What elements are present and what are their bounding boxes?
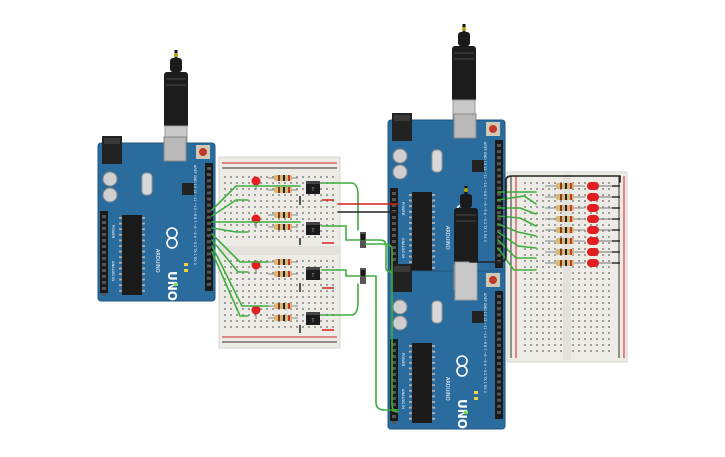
board-led xyxy=(474,397,478,400)
capacitor xyxy=(102,187,118,203)
resistor-right-2 xyxy=(545,194,585,200)
digital-header-label: AREF GND 13 12 ~11 ~10 ~9 8 7 ~6 ~5 4 ~3… xyxy=(483,293,487,393)
usb-port xyxy=(453,113,477,139)
small-chip xyxy=(182,183,194,195)
red-led-right-8 xyxy=(587,259,612,267)
transistor-2: T xyxy=(306,222,320,235)
svg-text:T: T xyxy=(311,318,315,323)
usb-cable-bottom-right xyxy=(454,186,478,301)
digital-header-label: AREF GND 13 12 ~11 ~10 ~9 8 7 ~6 ~5 4 ~3… xyxy=(483,142,487,242)
brand-label: ARDUINO xyxy=(154,249,160,273)
red-led-right-5 xyxy=(587,226,612,234)
brand-label: ARDUINO xyxy=(444,226,450,250)
board-led xyxy=(474,391,478,394)
resistor-7 xyxy=(268,303,298,309)
resistor-2 xyxy=(268,187,298,193)
slide-switch-2 xyxy=(360,268,366,284)
digital-header xyxy=(205,163,213,291)
capacitor xyxy=(392,164,408,180)
capacitor xyxy=(102,171,118,187)
usb-port xyxy=(163,136,187,162)
capacitor xyxy=(392,299,408,315)
resistor-3 xyxy=(268,212,298,218)
svg-text:T: T xyxy=(311,273,315,278)
analog-label: ANALOG IN xyxy=(111,261,115,281)
resistor-right-8 xyxy=(545,260,585,266)
power-label: POWER xyxy=(401,353,405,367)
small-chip xyxy=(472,160,484,172)
wires xyxy=(211,175,621,413)
left-breadboard-components: T T T T xyxy=(251,175,334,333)
atmega-chip xyxy=(412,192,432,272)
arduino-logo xyxy=(166,227,178,249)
small-chip xyxy=(472,311,484,323)
digital-header xyxy=(495,291,503,419)
resistor-5 xyxy=(268,259,298,265)
analog-label: ANALOG IN xyxy=(401,389,405,409)
red-led-right-1 xyxy=(587,182,612,190)
on-led xyxy=(464,411,468,414)
red-led-right-6 xyxy=(587,237,612,245)
crystal xyxy=(431,149,443,173)
model-label: UNO xyxy=(455,399,469,429)
red-led-right-3 xyxy=(587,204,612,212)
crystal xyxy=(431,300,443,324)
board-led xyxy=(184,263,188,266)
board-led xyxy=(184,269,188,272)
resistor-right-7 xyxy=(545,249,585,255)
resistor-right-4 xyxy=(545,216,585,222)
svg-text:T: T xyxy=(311,187,315,192)
resistor-4 xyxy=(268,224,298,230)
transistor-1: T xyxy=(306,181,320,194)
resistor-6 xyxy=(268,271,298,277)
brand-label: ARDUINO xyxy=(444,377,450,401)
red-led-right-4 xyxy=(587,215,612,223)
red-led-right-7 xyxy=(587,248,612,256)
resistor-right-1 xyxy=(545,183,585,189)
right-breadboard-components xyxy=(545,182,620,267)
slide-switch-1 xyxy=(360,232,366,248)
transistor-4: T xyxy=(306,312,320,325)
resistor-8 xyxy=(268,315,298,321)
right-breadboard xyxy=(506,171,628,363)
capacitor xyxy=(392,315,408,331)
digital-header xyxy=(495,140,503,268)
crystal xyxy=(141,172,153,196)
resistor-right-5 xyxy=(545,227,585,233)
analog-label: ANALOG IN xyxy=(401,238,405,258)
on-led xyxy=(174,283,178,286)
power-label: POWER xyxy=(401,202,405,216)
atmega-chip xyxy=(412,343,432,423)
power-label: POWER xyxy=(111,225,115,239)
resistor-right-6 xyxy=(545,238,585,244)
capacitor xyxy=(392,148,408,164)
arduino-uno-left: UNO ARDUINO AREF GND 13 12 ~11 ~10 ~9 8 7 … xyxy=(97,136,216,302)
resistor-1 xyxy=(268,175,298,181)
svg-text:T: T xyxy=(311,228,315,233)
red-led-4 xyxy=(251,305,261,319)
digital-header-label: AREF GND 13 12 ~11 ~10 ~9 8 7 ~6 ~5 4 ~3… xyxy=(193,165,197,265)
red-led-right-2 xyxy=(587,193,612,201)
model-label: UNO xyxy=(165,271,179,301)
resistor-right-3 xyxy=(545,205,585,211)
atmega-chip xyxy=(122,215,142,295)
arduino-uno-bottom-right: UNO ARDUINO AREF GND 13 12 ~11 ~10 ~9 8 7 … xyxy=(387,264,506,430)
arduino-logo xyxy=(456,355,468,377)
transistor-3: T xyxy=(306,267,320,280)
